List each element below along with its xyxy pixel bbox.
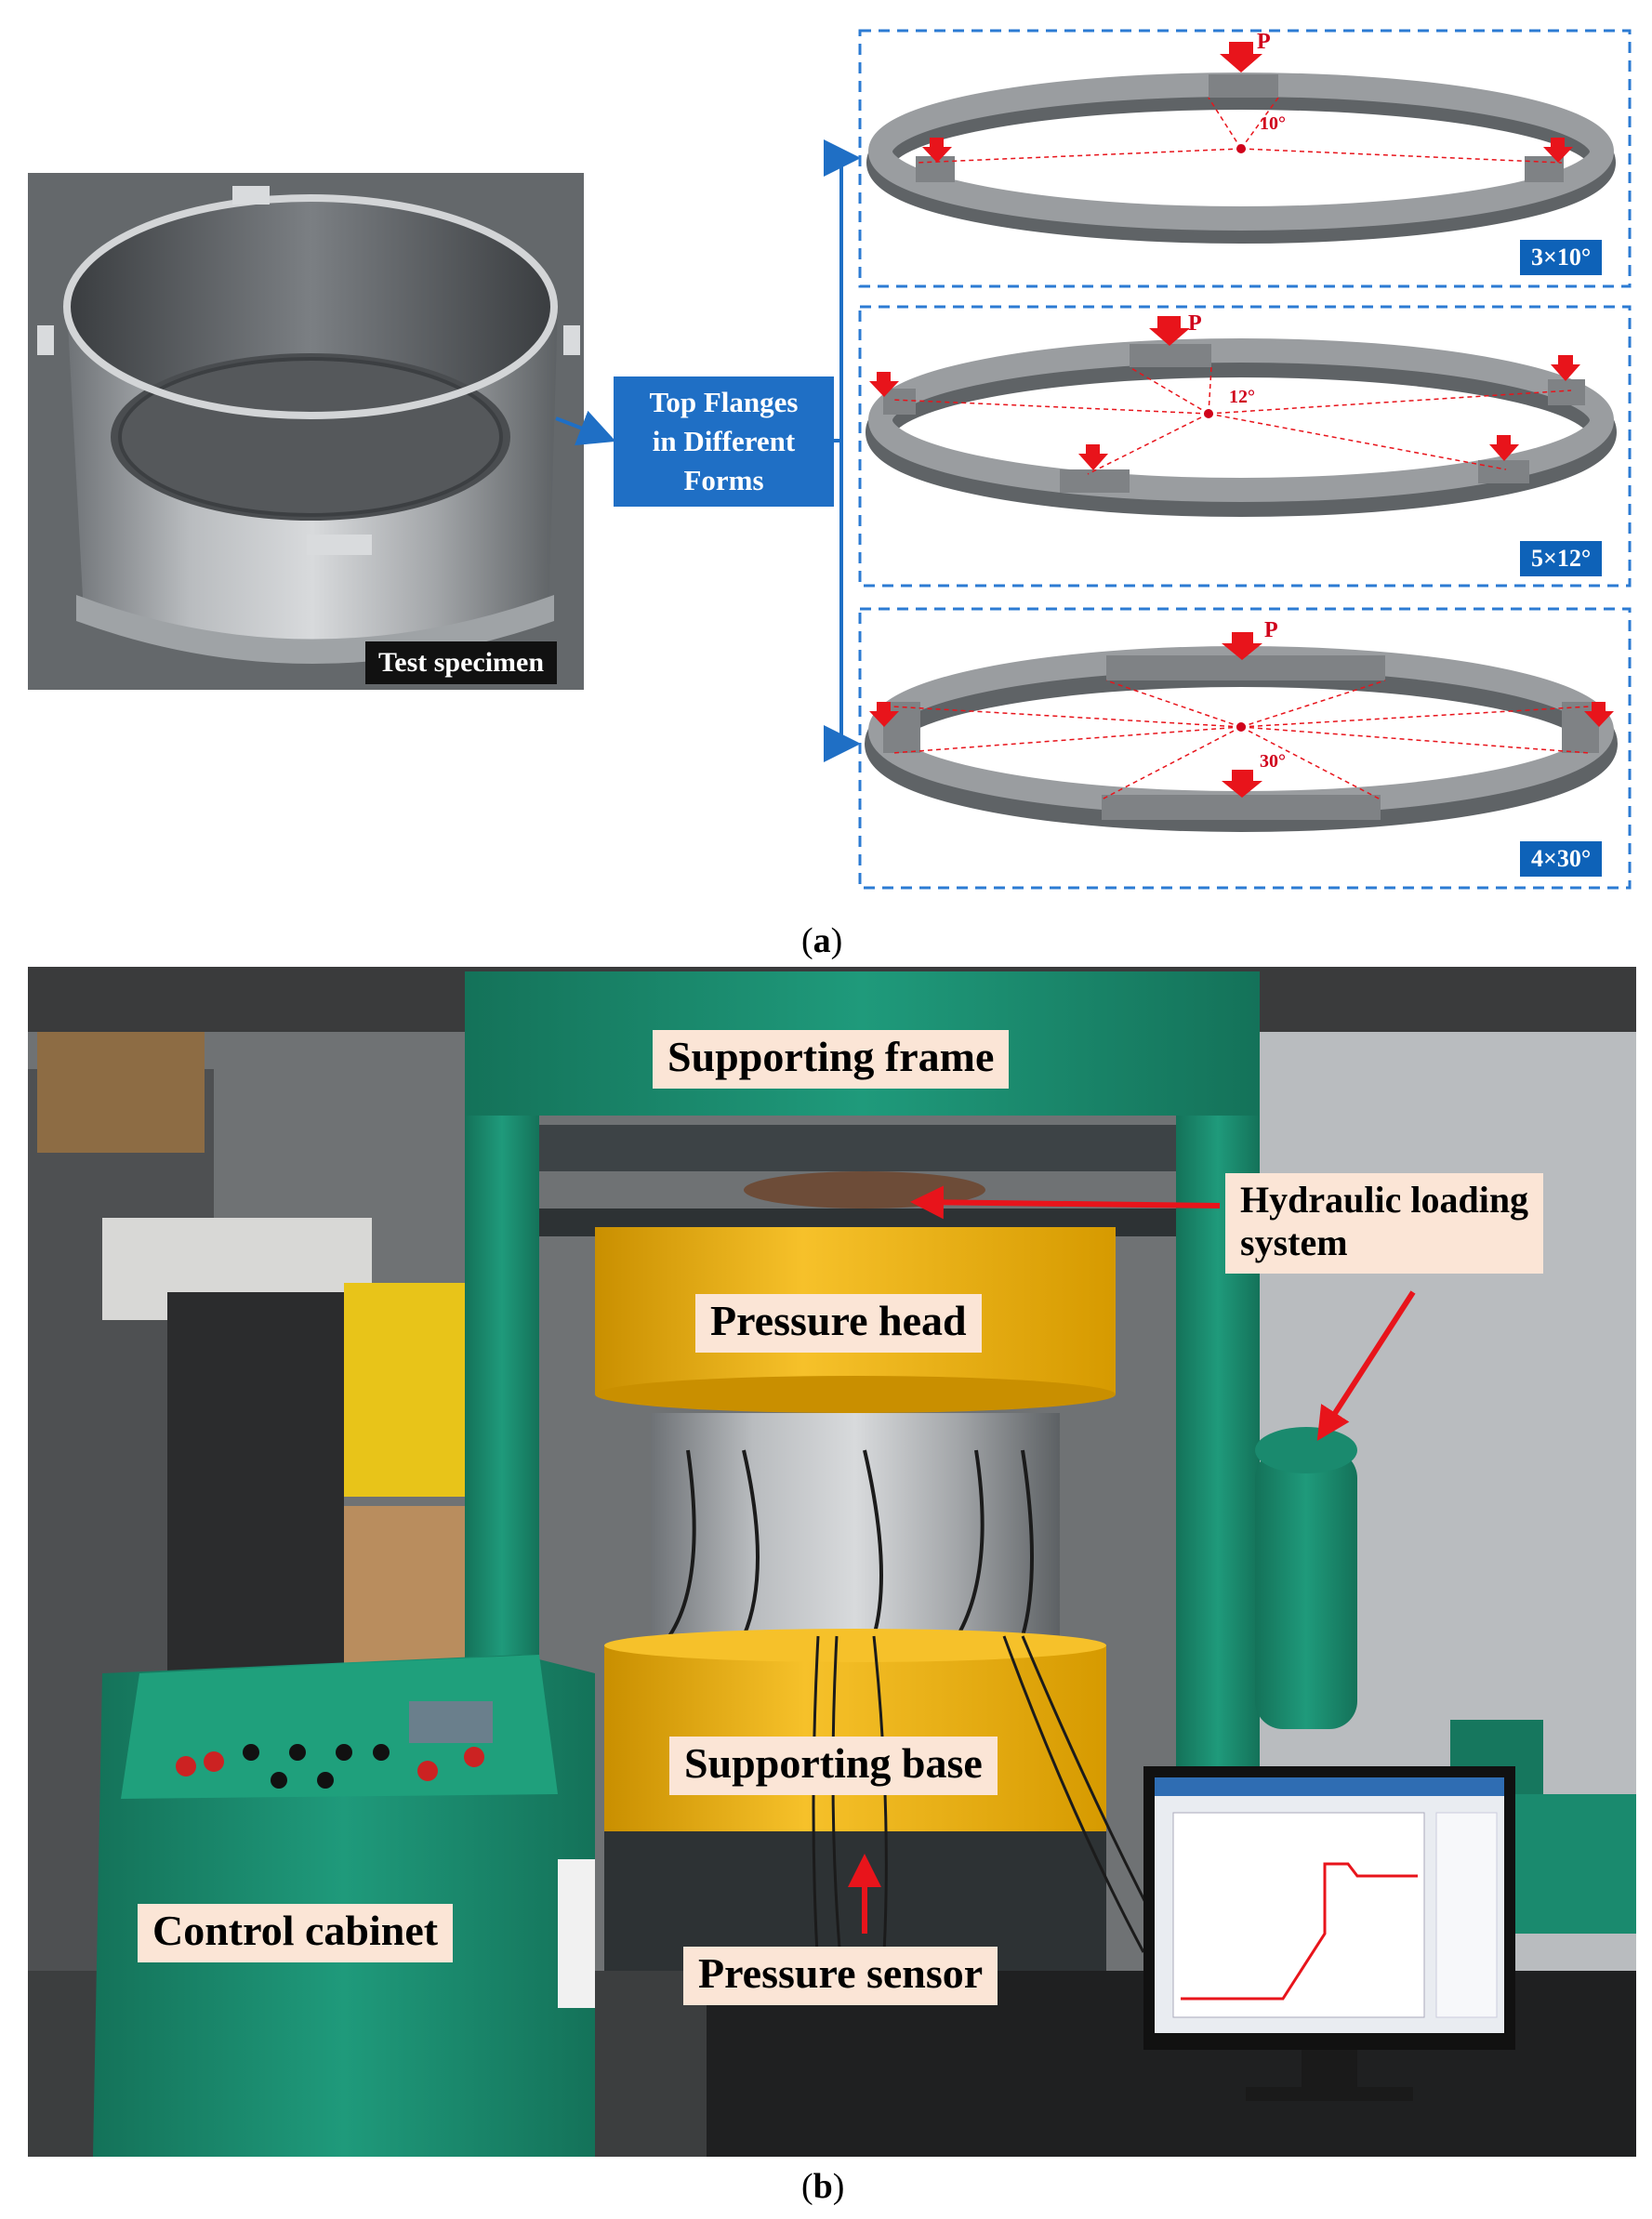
hydraulic-line1: Hydraulic loading <box>1240 1179 1529 1221</box>
pressure-head-label: Pressure head <box>695 1294 982 1353</box>
form-badge-4x30: 4×30° <box>1520 841 1603 877</box>
angle-label-2: 12° <box>1229 387 1255 407</box>
load-p-label-1: P <box>1257 30 1271 54</box>
specimen-photo <box>28 173 584 690</box>
top-flanges-line1: Top Flanges <box>649 386 799 419</box>
panel-a <box>28 29 1632 890</box>
form-badge-5x12: 5×12° <box>1520 541 1603 576</box>
control-cabinet-label: Control cabinet <box>138 1904 454 1962</box>
flange-ring-5x12 <box>866 316 1617 517</box>
top-flanges-box: Top Flanges in Different Forms <box>614 376 834 507</box>
hydraulic-loading-label: Hydraulic loading system <box>1225 1173 1544 1274</box>
pressure-sensor-label: Pressure sensor <box>683 1947 998 2005</box>
angle-label-1: 10° <box>1260 113 1286 134</box>
load-p-label-3: P <box>1264 618 1278 642</box>
supporting-frame-label: Supporting frame <box>653 1030 1010 1089</box>
panel-a-caption: (a) <box>801 921 843 960</box>
load-p-label-2: P <box>1188 311 1202 336</box>
hydraulic-line2: system <box>1240 1222 1348 1263</box>
top-flanges-line3: Forms <box>683 463 764 496</box>
flange-ring-3x10 <box>866 42 1616 244</box>
form-badge-3x10: 3×10° <box>1520 240 1603 275</box>
test-specimen-label: Test specimen <box>365 641 558 684</box>
panel-a-letter: a <box>813 921 831 960</box>
angle-label-3: 30° <box>1260 751 1286 772</box>
flange-ring-4x30 <box>865 632 1618 832</box>
top-flanges-line2: in Different <box>652 425 796 458</box>
panel-b-caption: (b) <box>801 2167 845 2206</box>
panel-b-annotation-arrows <box>848 1185 1416 1934</box>
panel-b-letter: b <box>813 2167 833 2206</box>
supporting-base-label: Supporting base <box>669 1737 998 1795</box>
